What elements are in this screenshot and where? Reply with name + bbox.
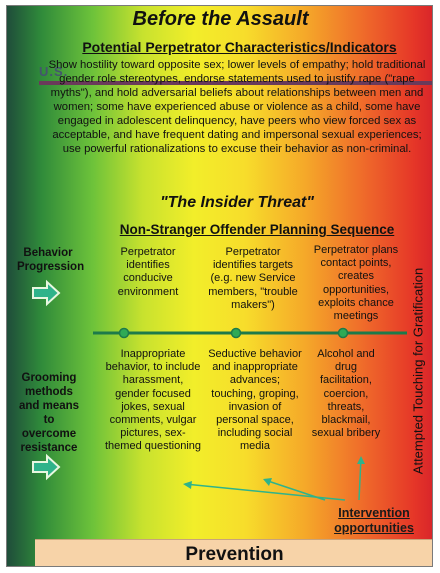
behavior-step-3: Perpetrator plans contact points, create… [313,244,399,323]
prevention-bar: Prevention [35,539,432,566]
behavior-right-arrow-icon [32,279,61,307]
watermark-logo: U.S. [39,64,69,79]
grooming-right-arrow-icon [32,453,61,481]
grooming-methods-label: Grooming methods and means to overcome r… [18,372,80,454]
grooming-step-2: Seductive behavior and inappropriate adv… [208,348,302,453]
diagram-frame: Before the Assault Potential Perpetrator… [6,5,433,567]
behavior-step-1: Perpetrator identifies conducive environ… [117,246,179,298]
intervention-pointer-1-arrow-icon [263,478,272,486]
watermark-bar [39,81,432,85]
page-title: Before the Assault [132,8,309,30]
timeline-dot-1-icon [118,327,130,339]
behavior-step-2: Perpetrator identifies targets (e.g. new… [208,246,298,311]
characteristics-text: Show hostility toward opposite sex; lowe… [48,59,426,155]
characteristics-heading: Potential Perpetrator Characteristics/In… [82,39,397,55]
intervention-pointer-3-line [358,457,362,501]
intervention-label: Intervention opportunities [334,506,414,535]
insider-threat-heading: "The Insider Threat" [160,194,314,211]
diagram-graphics [32,279,407,501]
behavior-progression-label: Behavior Progression [17,247,85,273]
timeline-dot-2-icon [230,327,242,339]
timeline-dot-3-icon [337,327,349,339]
intervention-pointer-2-line [184,483,346,501]
grooming-step-1: Inappropriate behavior, to include haras… [105,348,202,453]
grooming-step-3: Alcohol and drug facilitation, coercion,… [311,348,381,440]
sequence-heading: Non-Stranger Offender Planning Sequence [119,222,395,237]
intervention-pointer-3-arrow-icon [357,456,365,464]
intervention-pointer-2-arrow-icon [183,481,192,489]
